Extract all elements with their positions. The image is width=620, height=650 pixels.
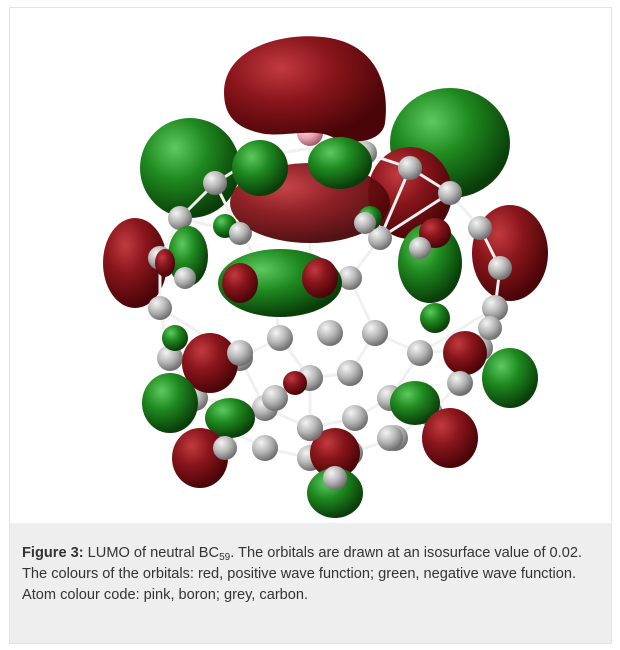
- caption-text-end: . The orbitals are drawn at an isosurfac…: [22, 545, 583, 603]
- foreground-atoms: [174, 212, 502, 490]
- figure-caption: Figure 3: LUMO of neutral BC59. The orbi…: [10, 523, 611, 643]
- caption-subscript: 59: [219, 552, 231, 563]
- orbital-image: [10, 8, 611, 523]
- front-lobes: [142, 36, 538, 518]
- lumo-orbital-rendering: [103, 36, 548, 518]
- caption-text-start: LUMO of neutral BC: [83, 545, 220, 561]
- figure: Figure 3: LUMO of neutral BC59. The orbi…: [9, 7, 612, 644]
- figure-label: Figure 3:: [22, 545, 84, 561]
